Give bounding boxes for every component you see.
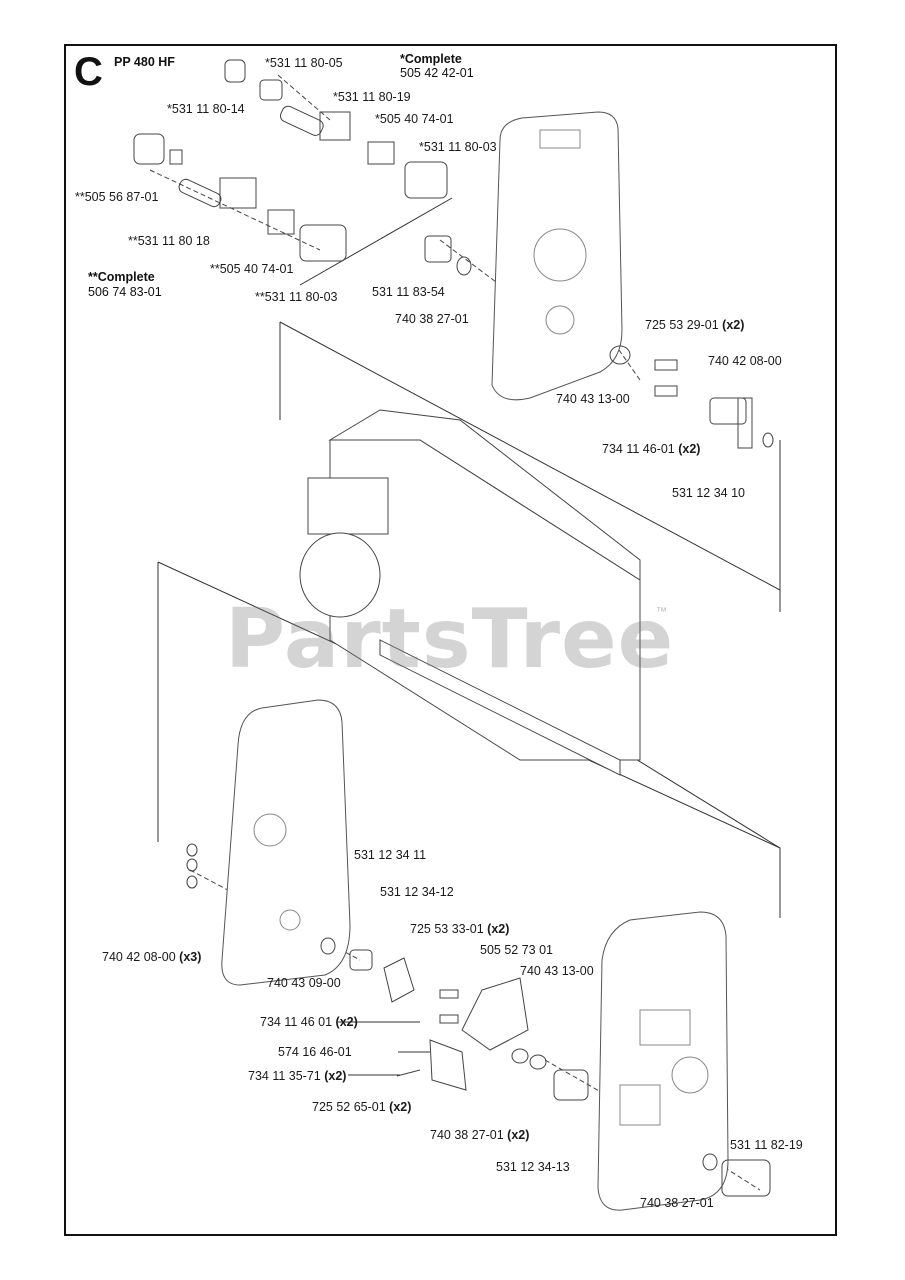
part-label-with-qty: 725 52 65-01 (x2): [312, 1100, 411, 1114]
complete-note-number: 505 42 42-01: [400, 66, 474, 80]
watermark: PartsTree: [225, 592, 675, 687]
part-label: 505 52 73 01: [480, 943, 553, 957]
part-label: **505 56 87-01: [75, 190, 159, 204]
part-label: **531 11 80 18: [128, 234, 210, 248]
section-letter: C: [74, 50, 103, 94]
watermark-tm: ™: [656, 606, 667, 618]
part-number: 740 42 08-00: [102, 950, 176, 964]
part-number: 734 11 35-71: [248, 1069, 321, 1083]
part-label: *505 40 74-01: [375, 112, 454, 126]
part-label-with-qty: 725 53 33-01 (x2): [410, 922, 509, 936]
part-label: *531 11 80-14: [167, 102, 245, 116]
part-label: 740 42 08-00: [708, 354, 782, 368]
quantity: (x2): [678, 442, 701, 456]
part-label: 740 43 13-00: [520, 964, 594, 978]
part-number: 725 52 65-01: [312, 1100, 386, 1114]
part-label: 740 38 27-01: [395, 312, 469, 326]
double-complete-note-title: **Complete: [88, 270, 155, 284]
quantity: (x2): [324, 1069, 347, 1083]
part-label: 574 16 46-01: [278, 1045, 352, 1059]
part-label: *531 11 80-03: [419, 140, 497, 154]
part-label: **531 11 80-03: [255, 290, 338, 304]
quantity: (x2): [389, 1100, 412, 1114]
quantity: (x2): [722, 318, 745, 332]
part-label: 740 38 27-01: [640, 1196, 714, 1210]
part-label: 740 43 09-00: [267, 976, 341, 990]
part-label: 531 12 34-13: [496, 1160, 570, 1174]
part-label: *531 11 80-05: [265, 56, 343, 70]
part-label: 531 12 34 10: [672, 486, 745, 500]
part-number: 725 53 29-01: [645, 318, 719, 332]
part-number: 725 53 33-01: [410, 922, 484, 936]
part-number: 734 11 46-01: [602, 442, 675, 456]
complete-note-title: *Complete: [400, 52, 462, 66]
diagram-frame: [64, 44, 837, 1236]
quantity: (x3): [179, 950, 202, 964]
part-label: **505 40 74-01: [210, 262, 294, 276]
part-label: *531 11 80-19: [333, 90, 411, 104]
part-number: 734 11 46 01: [260, 1015, 333, 1029]
part-label: 740 43 13-00: [556, 392, 630, 406]
part-label: 531 12 34 11: [354, 848, 427, 862]
part-label-with-qty: 734 11 46 01 (x2): [260, 1015, 358, 1029]
part-label-with-qty: 740 38 27-01 (x2): [430, 1128, 529, 1142]
part-label-with-qty: 725 53 29-01 (x2): [645, 318, 744, 332]
model-name: PP 480 HF: [114, 55, 175, 69]
part-label: 531 11 83-54: [372, 285, 445, 299]
quantity: (x2): [507, 1128, 530, 1142]
part-label-with-qty: 740 42 08-00 (x3): [102, 950, 201, 964]
part-label: 531 11 82-19: [730, 1138, 803, 1152]
part-label: 531 12 34-12: [380, 885, 454, 899]
part-number: 740 38 27-01: [430, 1128, 504, 1142]
part-label-with-qty: 734 11 46-01 (x2): [602, 442, 700, 456]
quantity: (x2): [335, 1015, 358, 1029]
quantity: (x2): [487, 922, 510, 936]
double-complete-note-number: 506 74 83-01: [88, 285, 162, 299]
part-label-with-qty: 734 11 35-71 (x2): [248, 1069, 346, 1083]
